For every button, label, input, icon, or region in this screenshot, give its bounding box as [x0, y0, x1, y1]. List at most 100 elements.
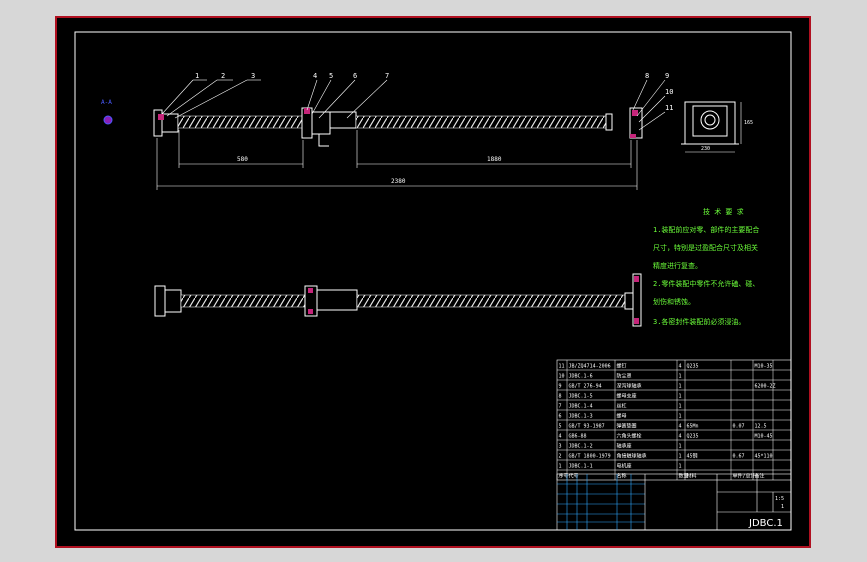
dim-1880: 1880 — [487, 156, 502, 163]
nut-bracket — [318, 134, 329, 147]
bom-cell: 9 — [559, 384, 562, 390]
balloon-numbers: 1 2 3 4 5 6 7 8 9 10 11 — [195, 72, 673, 112]
bom-cell: 12.5 — [755, 424, 767, 430]
bom-cell: 3 — [559, 444, 562, 450]
bottom-motor-flange — [154, 285, 166, 317]
bom-header-cell: 备注 — [755, 473, 765, 480]
tech-title: 技 术 要 求 — [703, 207, 744, 216]
bom-cell: 六角头螺栓 — [617, 433, 642, 440]
balloon-3: 3 — [251, 72, 255, 80]
bottom-bearing-housing — [164, 289, 182, 313]
view-marker — [103, 115, 113, 125]
bom-cell: JB/ZQ4714-2006 — [569, 364, 611, 370]
bom-cell: 螺母支座 — [617, 393, 637, 400]
bom-cell: 6200-2Z — [755, 384, 776, 390]
bom-cell: GB6-88 — [569, 434, 587, 440]
bom-cell: Q235 — [687, 434, 699, 440]
bom-cell: 1 — [679, 404, 682, 410]
motor-flange — [153, 109, 163, 137]
balloon-1: 1 — [195, 72, 199, 80]
bom-cell: JDBC.1-1 — [569, 464, 593, 470]
tech-line-1: 1.装配前应对零、部件的主要配合 — [653, 225, 759, 234]
right-shaft-end — [605, 113, 613, 131]
bom-cell: 防尘罩 — [617, 373, 632, 380]
bom-header-cell: 代号 — [569, 473, 579, 480]
view-label: A-A — [101, 99, 112, 106]
bom-cell: 4 — [679, 364, 682, 370]
bom-cell: 2 — [559, 454, 562, 460]
bom-cell: 1 — [679, 464, 682, 470]
nut-mark — [304, 108, 310, 114]
bom-cell: 1 — [679, 374, 682, 380]
nut-housing — [329, 111, 357, 129]
balloon-8: 8 — [645, 72, 649, 80]
right-mark — [632, 110, 638, 116]
bom-cell: 45*110 — [755, 454, 773, 460]
bom-header-cell: 数量 — [679, 473, 689, 480]
bom-header-cell: 序号 — [559, 473, 569, 480]
bom-header-cell: 材料 — [687, 473, 697, 480]
side-view-bore — [700, 110, 720, 130]
bom-cell: 45钢 — [687, 453, 698, 460]
bom-cell: 1 — [679, 454, 682, 460]
tech-line-2: 尺寸，特别是过盈配合尺寸及相关 — [653, 243, 758, 252]
bom-cell: GB/T 276-94 — [569, 384, 602, 390]
bom-cell: JDBC.1-6 — [569, 374, 593, 380]
bom-cell: 1 — [679, 414, 682, 420]
bottom-screw-right — [356, 294, 626, 308]
bom-cell: GB/T 1800-1979 — [569, 454, 611, 460]
tech-line-6: 3.各密封件装配前必须浸油。 — [653, 317, 745, 326]
dimension-lines — [156, 130, 638, 190]
bom-cell: JDBC.1-4 — [569, 404, 593, 410]
bottom-right-support — [632, 273, 642, 327]
bottom-nut-mark — [308, 288, 313, 293]
bom-cell: M10-35 — [755, 364, 773, 370]
bom-cell: 轴承座 — [617, 443, 632, 450]
bom-cell: JDBC.1-5 — [569, 394, 593, 400]
balloon-4: 4 — [313, 72, 317, 80]
bom-cell: Q235 — [687, 364, 699, 370]
bottom-right-mark-2 — [634, 318, 639, 324]
bearing-housing — [161, 113, 179, 133]
bom-cell: JDBC.1-2 — [569, 444, 593, 450]
bom-header-cell: 名称 — [617, 473, 627, 480]
bom-cell: 弹簧垫圈 — [617, 423, 637, 430]
tech-line-4: 2.零件装配中零件不允许磕、碰、 — [653, 279, 759, 288]
tech-line-5: 划伤和锈蚀。 — [653, 297, 695, 306]
bom-cell: 8 — [559, 394, 562, 400]
tech-line-3: 精度进行复查。 — [653, 261, 702, 270]
cad-drawing: A-A — [74, 31, 792, 531]
bom-cell: 1 — [679, 394, 682, 400]
balloon-9: 9 — [665, 72, 669, 80]
bom-cell: 10 — [559, 374, 565, 380]
balloon-6: 6 — [353, 72, 357, 80]
screw-shaft-left — [177, 115, 303, 129]
bom-cell: 11 — [559, 364, 565, 370]
bottom-screw-left — [180, 294, 306, 308]
dim-580: 580 — [237, 156, 248, 163]
tech-requirements: 1.装配前应对零、部件的主要配合 尺寸，特别是过盈配合尺寸及相关 精度进行复查。… — [653, 225, 759, 326]
bom-cell: 0.67 — [733, 454, 745, 460]
bom-cell: 螺钉 — [617, 363, 627, 370]
bom-cell: 1 — [559, 464, 562, 470]
dim-230: 230 — [701, 146, 710, 152]
bottom-shaft-end — [624, 292, 634, 310]
inner-border — [74, 31, 792, 531]
bom-cell: 电机座 — [617, 463, 632, 470]
bom-cell: 6 — [559, 414, 562, 420]
bom-cell: 1 — [679, 384, 682, 390]
bottom-right-mark — [634, 276, 639, 282]
bom-header-cell: 单件/总计 — [733, 473, 756, 480]
nut-body — [311, 111, 331, 135]
balloon-2: 2 — [221, 72, 225, 80]
bottom-nut-mark-2 — [308, 309, 313, 314]
bearing-mark — [158, 114, 164, 120]
bom-cell: M10-45 — [755, 434, 773, 440]
balloon-7: 7 — [385, 72, 389, 80]
bottom-nut-body — [316, 289, 358, 311]
right-mark-2 — [630, 134, 636, 138]
balloon-11: 11 — [665, 104, 673, 112]
bom-cell: 丝杠 — [617, 403, 627, 410]
screw-shaft-right — [355, 115, 607, 129]
